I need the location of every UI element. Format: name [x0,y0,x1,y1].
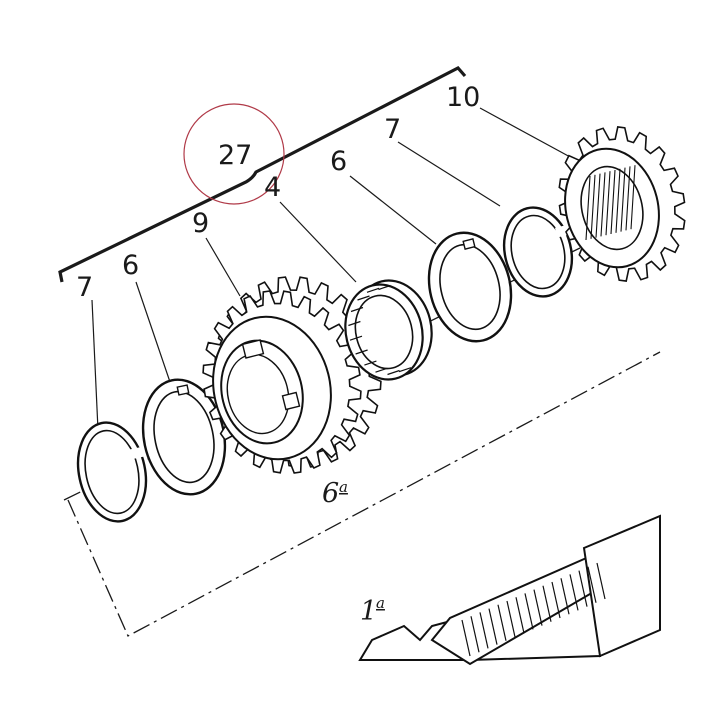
gear-ten-spline [595,173,601,238]
shaft-spline [515,597,525,634]
shaft-spline [560,578,570,615]
gear-ten-spline [630,165,636,230]
bracket-label: 27 [218,140,252,171]
gear-ten-spline [620,167,626,232]
highlight-circle [183,103,285,205]
svg-text:a: a [376,594,385,612]
bearing-needle [364,360,377,366]
gear-ten-spline [600,172,606,237]
callout-bearing: 4 [264,172,281,203]
callout-washer-right: 6 [330,146,347,177]
svg-text:6: 6 [322,478,339,509]
splined-shaft [358,514,661,666]
bearing-needle [366,287,380,293]
thrust-washer-left [141,378,227,496]
bearing-needle [350,306,364,313]
shaft-spline [524,593,534,630]
needle-bearing [344,279,433,381]
shaft-spline [587,566,597,603]
gear-ten-spline [590,174,596,239]
shaft-spline [596,562,606,600]
thrust-washer-right [427,231,513,343]
shaft-spline [542,585,552,622]
bearing-needle [355,349,368,355]
shaft-spline [551,581,561,619]
gear-ten-spline [625,166,631,231]
bearing-needle [398,367,412,373]
gear-nine [202,276,382,474]
callout-ring-left: 7 [76,272,93,303]
bearing-needle [387,369,400,376]
svg-text:a: a [339,478,348,496]
shaft-spline [506,600,516,638]
svg-text:1: 1 [360,596,377,627]
shaft-spline [569,574,579,611]
bearing-needle [349,335,363,341]
bearing-needle [375,367,388,373]
bearing-needle [357,295,370,301]
gear-ten-spline [605,171,611,236]
group-bracket [58,66,467,283]
shaft-spline [461,619,471,657]
shaft-spline [578,570,588,607]
bearing-needle [348,320,361,327]
gear-group-label: 6 a [322,478,348,509]
callout-ring-right: 7 [384,114,401,145]
leader-lines [91,107,573,431]
gear-ten-spline [585,175,591,241]
callout-gear-nine: 9 [192,208,209,239]
gear-ten-spline [610,169,616,235]
bearing-needle [378,284,391,291]
callout-washer-left: 6 [122,250,139,281]
gear-ten-spline [615,168,621,233]
shaft-spline [533,589,543,626]
shaft-spline [488,608,498,645]
callout-gear-ten: 10 [446,82,480,113]
shaft-spline [479,612,489,649]
shaft-label: 1 a [360,594,385,627]
gear-ten [558,126,686,282]
shaft-spline [497,604,507,641]
shaft-spline [470,616,480,653]
snap-ring-left [76,421,148,523]
